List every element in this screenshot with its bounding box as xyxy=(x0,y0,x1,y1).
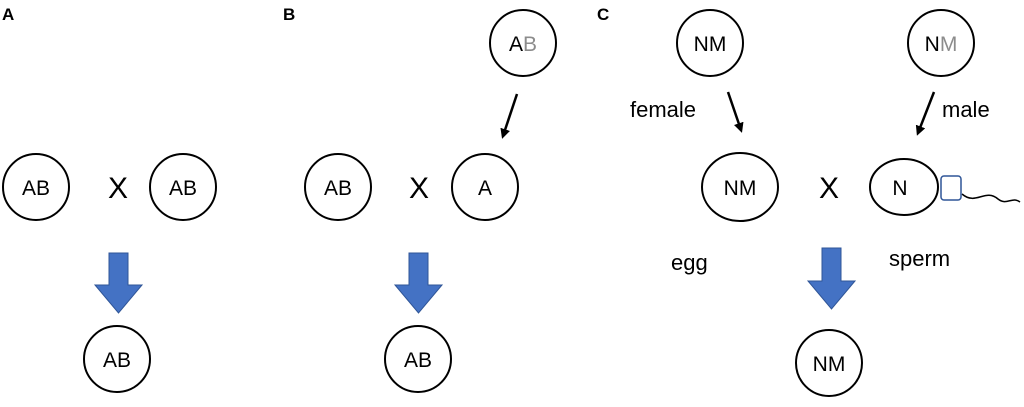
panel-c-female-parent-text: NM xyxy=(694,33,727,56)
panel-c-label: C xyxy=(597,5,609,24)
panel-a-label: A xyxy=(2,5,14,24)
panel-b-down-arrow xyxy=(393,252,444,314)
panel-a-left-parent-text: AB xyxy=(22,177,50,200)
panel-c-egg-label: egg xyxy=(671,250,708,275)
panel-b-cross: X xyxy=(409,172,429,205)
panel-a-cross: X xyxy=(108,172,128,205)
panel-c-male-parent-faded: M xyxy=(940,33,958,56)
panel-b-offspring: AB xyxy=(384,325,452,393)
panel-c-male-parent: NM xyxy=(907,9,975,77)
sperm-head xyxy=(869,158,939,216)
panel-a-right-parent-text: AB xyxy=(169,177,197,200)
sperm-midpiece xyxy=(940,175,962,201)
panel-a-offspring-text: AB xyxy=(103,349,131,372)
panel-c-down-arrow xyxy=(806,247,857,310)
panel-b-donor-main: A xyxy=(509,33,523,56)
panel-c-female-label: female xyxy=(630,97,696,122)
panel-c-sperm-text: N xyxy=(892,177,907,200)
panel-c-offspring-text: NM xyxy=(813,353,846,376)
panel-a-right-parent: AB xyxy=(149,153,217,221)
panel-c-male-parent-text: NM xyxy=(925,33,958,56)
panel-a-down-arrow xyxy=(93,252,144,314)
panel-b-right-parent-text: A xyxy=(478,177,492,200)
sperm-tail xyxy=(961,193,1021,203)
panel-c-egg: NM xyxy=(701,152,779,222)
panel-b-donor-faded: B xyxy=(523,33,537,56)
panel-b-transfer-arrow xyxy=(500,93,519,139)
panel-c-female-arrow xyxy=(726,91,744,133)
panel-c-female-parent: NM xyxy=(676,9,744,77)
panel-c-egg-text: NM xyxy=(724,177,757,200)
panel-a-left-parent: AB xyxy=(2,153,70,221)
panel-c-sperm: N xyxy=(869,158,1021,216)
panel-b-left-parent: AB xyxy=(304,153,372,221)
panel-a-offspring: AB xyxy=(83,325,151,393)
panel-b-donor: AB xyxy=(489,9,557,77)
panel-c-male-arrow xyxy=(915,91,936,136)
panel-c-sperm-label: sperm xyxy=(889,246,950,271)
panel-c-cross: X xyxy=(819,172,839,205)
panel-c-male-parent-main: N xyxy=(925,33,940,56)
panel-c-offspring: NM xyxy=(795,329,863,397)
panel-b-label: B xyxy=(283,5,295,24)
panel-c-male-label: male xyxy=(942,97,990,122)
panel-b-right-parent: A xyxy=(451,153,519,221)
panel-b-donor-text: AB xyxy=(509,33,537,56)
panel-b-left-parent-text: AB xyxy=(324,177,352,200)
panel-b-offspring-text: AB xyxy=(404,349,432,372)
